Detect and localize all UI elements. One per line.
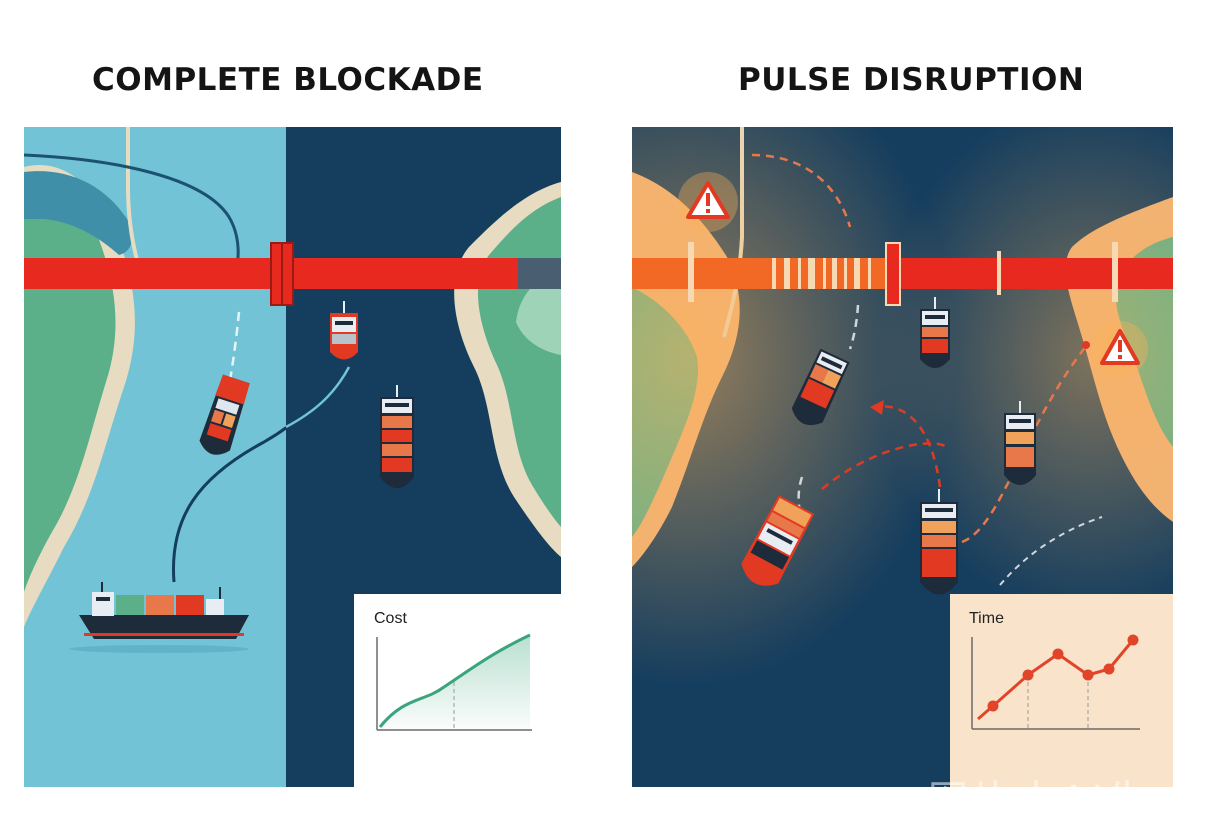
blockade-scene xyxy=(24,127,561,787)
barrier-post-icon xyxy=(688,242,1118,302)
pulse-gaps xyxy=(772,258,871,289)
route-up-right xyxy=(961,344,1088,544)
cost-curve-area xyxy=(380,635,530,729)
original-route xyxy=(24,153,240,278)
barrier-marker xyxy=(997,251,1001,295)
container-ship-icon xyxy=(791,348,850,426)
diverted-route xyxy=(171,371,341,583)
pulse-disruption-scene xyxy=(632,127,1173,787)
reroute-arrowhead xyxy=(870,400,884,415)
time-points xyxy=(987,634,1139,712)
container-ship-icon xyxy=(69,582,249,653)
right-panel-title: PULSE DISRUPTION xyxy=(738,62,1085,98)
cost-curve xyxy=(378,633,531,728)
cost-chart-inset xyxy=(354,594,561,787)
route-node xyxy=(1082,341,1090,349)
barrier-gate-post xyxy=(885,242,901,306)
time-chart-label: Time xyxy=(969,610,1004,627)
left-panel-title: COMPLETE BLOCKADE xyxy=(92,62,484,98)
container-ship-icon xyxy=(1004,401,1036,485)
container-ship-icon xyxy=(380,385,414,488)
container-ship-icon xyxy=(330,301,358,360)
cost-chart-label: Cost xyxy=(374,610,407,627)
warning-triangle-icon xyxy=(1092,321,1148,377)
watermark-text: 图片由AI生成 xyxy=(928,778,1174,824)
container-ship-icon xyxy=(920,489,958,595)
reroute-arc xyxy=(874,405,942,488)
blockade-end-cap xyxy=(518,258,561,289)
time-chart-inset xyxy=(950,594,1173,787)
warning-triangle-icon xyxy=(678,172,738,232)
route-through-gap xyxy=(848,304,860,350)
route-lower xyxy=(797,476,804,520)
container-ship-icon xyxy=(199,374,250,455)
right-coast-light xyxy=(516,272,561,355)
inlet xyxy=(24,171,133,255)
diverted-route-deep xyxy=(285,366,351,429)
pulse-barrier-glow xyxy=(632,258,892,289)
route-to-right-warning xyxy=(821,442,948,490)
route-to-chart xyxy=(999,516,1103,586)
container-ship-icon xyxy=(920,297,950,368)
container-ship-icon xyxy=(741,495,815,586)
route-pre-barrier xyxy=(751,153,852,228)
